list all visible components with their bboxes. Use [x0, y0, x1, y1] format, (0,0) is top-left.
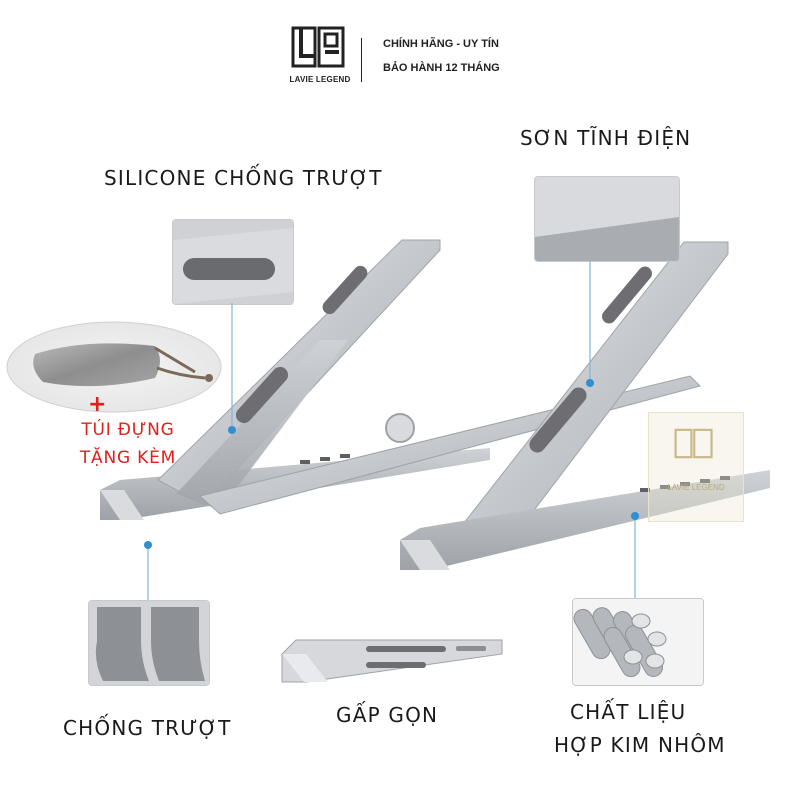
feature-label-foldable: GẤP GỌN — [336, 703, 439, 727]
laptop-stand-image — [100, 239, 770, 570]
gift-plus-sign: + — [88, 392, 107, 417]
gift-label-line2: TẶNG KÈM — [79, 448, 177, 468]
feature-label-material-line2: HỢP KIM NHÔM — [554, 733, 726, 757]
gift-label-line1: TÚI ĐỰNG — [81, 420, 175, 440]
brand-name: LAVIE LEGEND — [289, 75, 351, 84]
powder-coating-detail — [534, 176, 680, 262]
feature-label-powder-coating: SƠN TĨNH ĐIỆN — [520, 126, 692, 150]
feature-label-anti-slip: CHỐNG TRƯỢT — [63, 716, 232, 740]
tagline-warranty: BẢO HÀNH 12 THÁNG — [383, 62, 500, 74]
brand-divider — [361, 38, 362, 82]
brand-watermark: LAVIE LEGEND — [648, 412, 744, 522]
folded-stand-image — [281, 639, 503, 683]
gift-pouch-image — [6, 321, 222, 413]
tagline-authentic: CHÍNH HÃNG - UY TÍN — [383, 38, 499, 50]
watermark-text: LAVIE LEGEND — [667, 483, 725, 492]
silicone-pad-detail — [172, 219, 294, 305]
feature-label-silicone: SILICONE CHỐNG TRƯỢT — [104, 166, 383, 190]
anti-slip-feet-detail — [88, 600, 210, 686]
feature-label-material-line1: CHẤT LIỆU — [570, 700, 687, 724]
gift-label: TÚI ĐỰNG TẶNG KÈM — [68, 416, 188, 472]
brand-logo — [291, 26, 345, 68]
watermark-logo-icon — [674, 428, 713, 459]
aluminum-alloy-detail — [572, 598, 704, 686]
